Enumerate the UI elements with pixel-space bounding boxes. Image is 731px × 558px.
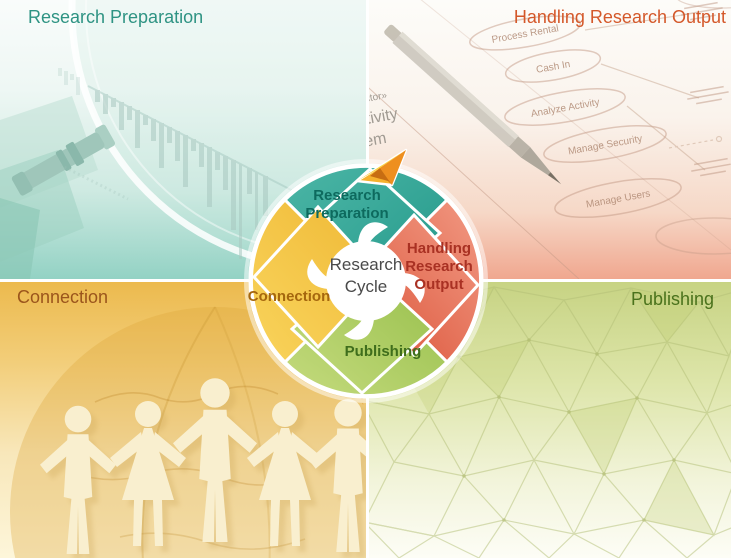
cycle-center-title-line1: Research (330, 255, 403, 274)
cycle-center-title-line2: Cycle (345, 277, 388, 296)
segment-label: Research (405, 258, 473, 275)
cycle-hub (307, 222, 425, 340)
sheet-lines (369, 0, 731, 279)
cycle-diagram: Research Preparation Handling Research O… (244, 148, 488, 403)
segment-label: Handling (407, 240, 471, 257)
note-blocks (681, 1, 731, 177)
svg-text:«actor»: «actor» (369, 90, 388, 107)
segment-label: Publishing (345, 343, 422, 360)
quadrant-label-connection: Connection (17, 287, 109, 307)
svg-text:Activity: Activity (369, 106, 399, 132)
quadrant-label-handling-research-output: Handling Research Output (513, 7, 726, 27)
bar-chart-decor (58, 68, 306, 259)
uml-sketch-artwork: Process Rental Cash In Analyze Activity … (369, 0, 731, 279)
connector-lines (584, 13, 723, 171)
quadrant-label-research-preparation: Research Preparation (28, 7, 204, 27)
documents-shape (0, 96, 98, 279)
segment-label: Preparation (305, 205, 388, 222)
segment-label: Research (313, 187, 381, 204)
use-case-label: Cash In (535, 59, 571, 76)
quadrant-label-publishing: Publishing (630, 289, 714, 309)
cycle-ring (248, 163, 484, 399)
cycle-outer-glow (244, 159, 488, 403)
pen-icon (384, 24, 562, 185)
cycle-direction-arrow-icon (355, 148, 408, 187)
segment-label: Connection (248, 288, 331, 305)
cycle-labels: Research Preparation Handling Research O… (248, 187, 473, 360)
use-case-label: Manage Users (585, 188, 651, 210)
segment-label: Output (414, 276, 463, 293)
mesh-nodes (457, 338, 676, 522)
